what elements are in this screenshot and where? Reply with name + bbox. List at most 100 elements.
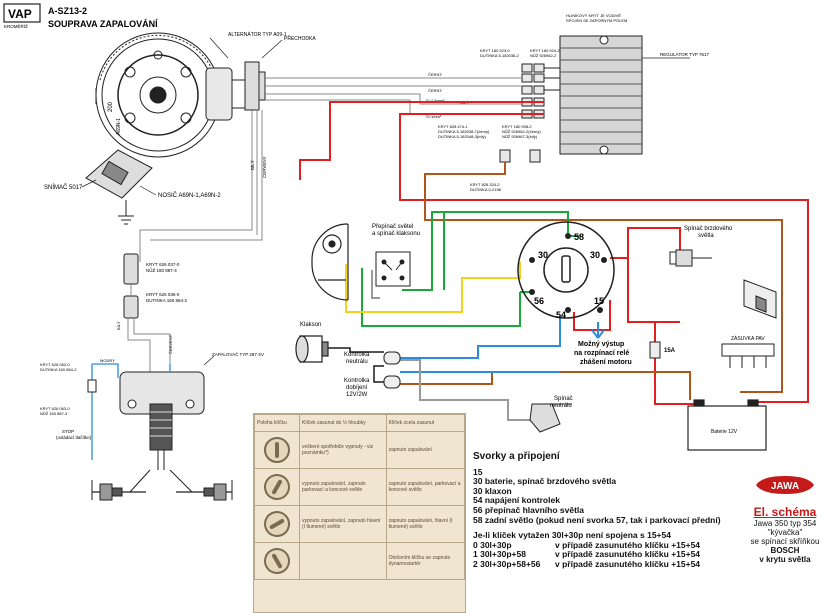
table-cell: vypnuto zapalování, zapnuto parkovací a … (299, 468, 387, 506)
wire-label-white-b: BÍLÝ (116, 321, 121, 330)
wire-label-blue: MODRÝ (100, 358, 115, 363)
legend-item: 15 (473, 466, 483, 477)
table-row: veškeré spotřebiče vypnuty - viz poznámk… (254, 431, 465, 469)
adapter-connector (244, 61, 266, 111)
brand-model: Jawa 350 typ 354 (753, 519, 817, 528)
legend-combo-value: v případě zasunutého klíčku +15+54 (555, 549, 701, 560)
jawa-brand-block: JAWA El. schéma Jawa 350 typ 354 "kývačk… (735, 474, 835, 564)
sensor-label: SNÍMAČ 5017 (44, 184, 83, 191)
key-knob-icon (259, 543, 295, 579)
table-header: Klíček zcela zasunut (385, 414, 465, 432)
terminal-30-left: 30 (538, 250, 548, 260)
legend-combo-row: 2 30l+30p+58+56 v případě zasunutého klí… (473, 558, 723, 570)
horn-label: Klakson (300, 322, 321, 328)
table-cell: zapnuto zapalování, parkovací a koncové … (385, 468, 465, 506)
light-switch (375, 251, 411, 287)
vap-logo: VAP KROMĚŘÍŽ (3, 3, 41, 29)
diagram-code: A-SZ13-2 (48, 6, 87, 16)
sensor-block (85, 149, 153, 225)
table-cell: vypnuto zapalování, zapnuto hlavní (I tl… (299, 505, 387, 543)
terminal-56: 56 (534, 296, 544, 306)
fuse (649, 341, 661, 359)
legend-note: Je-li klíček vytažen 30l+30p není spojen… (473, 530, 671, 541)
spark-plug-left (91, 480, 146, 501)
stop-label: STOP(ovládací tlačítko) (56, 429, 92, 440)
vap-logo-sub: KROMĚŘÍŽ (4, 22, 28, 29)
legend-item: 56 přepínač hlavního světla (473, 504, 585, 515)
table-header: Poloha klíčku (254, 414, 300, 432)
regulator (559, 35, 643, 155)
key-knob-icon (259, 469, 295, 505)
table-cell: zapnuto zapalování (385, 431, 465, 469)
key-knob-cell (254, 505, 300, 543)
terminal-58: 58 (574, 232, 584, 242)
regulator-label: REGULÁTOR TYP 7617 (660, 51, 710, 57)
horn (295, 335, 329, 363)
carrier-label: NOSIČ A69N-1,A69N-2 (158, 192, 221, 199)
table-row: Otočením klíčku se zapnuto dynamostartér (254, 542, 465, 580)
key-position-table: Poloha klíčku Klíček zasunut do ½ hloubk… (253, 413, 466, 613)
table-cell: veškeré spotřebiče vypnuty - viz poznámk… (299, 431, 387, 469)
legend-combo-key: 0 30l+30p (473, 539, 512, 550)
key-knob-cell (254, 431, 300, 469)
terminal-54: 54 (556, 310, 566, 320)
dial-a69: A69N-1 (116, 118, 122, 135)
brand-bosch: BOSCH (770, 546, 800, 555)
legend-item: 54 napájení kontrolek (473, 495, 560, 506)
battery (687, 399, 767, 451)
headlamp (311, 223, 349, 301)
legend-combo-key: 1 30l+30p+58 (473, 549, 526, 560)
connector-7 (123, 295, 139, 319)
table-row: vypnuto zapalování, zapnuto hlavní (I tl… (254, 505, 465, 543)
terminal-15: 15 (594, 296, 604, 306)
wire-gray (371, 270, 532, 421)
wire-s15: S=1,5mm² (426, 98, 445, 103)
wire-green (361, 211, 580, 327)
wire-label-white-a: BÍLÝ (249, 160, 255, 170)
legend-combo-row: 0 30l+30p v případě zasunutého klíčku +1… (473, 539, 723, 551)
wire-label-black-b: ČERNÝ (428, 88, 442, 93)
legend-item: 58 zadní světlo (pokud není svorka 57, t… (473, 514, 721, 525)
wire-label-black-a: ČERNÝ (428, 72, 442, 77)
legend-combo-value: v případě zasunutého klíčku +15+54 (555, 558, 701, 569)
legend-combo-value: v případě zasunutého klíčku +15+54 (555, 539, 701, 550)
key-knob-cell (254, 542, 300, 580)
legend-item: 30 baterie, spínač brzdového světla (473, 476, 617, 487)
wire-yellow (345, 262, 521, 313)
alternator (95, 32, 245, 158)
brand-in-light: v krytu světla (759, 555, 811, 564)
key-knob-icon (264, 437, 290, 463)
key-position-grid: Poloha klíčku Klíček zasunut do ½ hloubk… (254, 414, 465, 580)
connector-6 (123, 253, 139, 285)
key-terminal-markers (529, 233, 607, 313)
table-cell (299, 542, 387, 580)
wire-red (299, 101, 809, 405)
legend-combo-key: 2 30l+30p+58+56 (473, 558, 541, 569)
table-header-row: Poloha klíčku Klíček zasunut do ½ hloubk… (254, 414, 465, 432)
key-knob-icon (259, 506, 295, 542)
brand-box: se spínací skříňkou (750, 537, 820, 546)
table-header: Klíček zasunut do ½ hloubky (299, 414, 387, 432)
brake-switch (669, 249, 712, 267)
ignition-coil (119, 371, 205, 470)
wire-label-red-b: ČERVENÝ (168, 334, 173, 354)
adapter-label: PŘECHODKA (284, 34, 316, 42)
wire-blue (400, 316, 599, 373)
wire-label-red-a: ČERVENÝ (261, 156, 267, 178)
legend-title: Svorky a připojení (473, 451, 560, 462)
neutral-lamp (383, 351, 401, 365)
